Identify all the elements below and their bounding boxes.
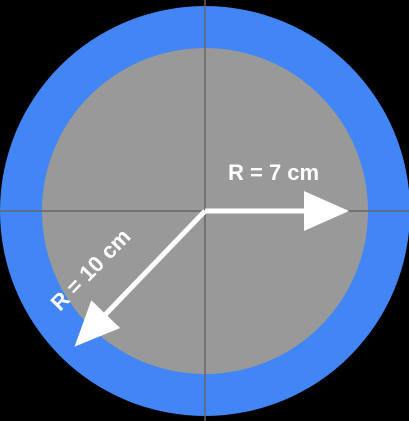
inner-radius-label: R = 7 cm bbox=[228, 160, 319, 185]
outer-radius-arrow bbox=[74, 209, 207, 347]
